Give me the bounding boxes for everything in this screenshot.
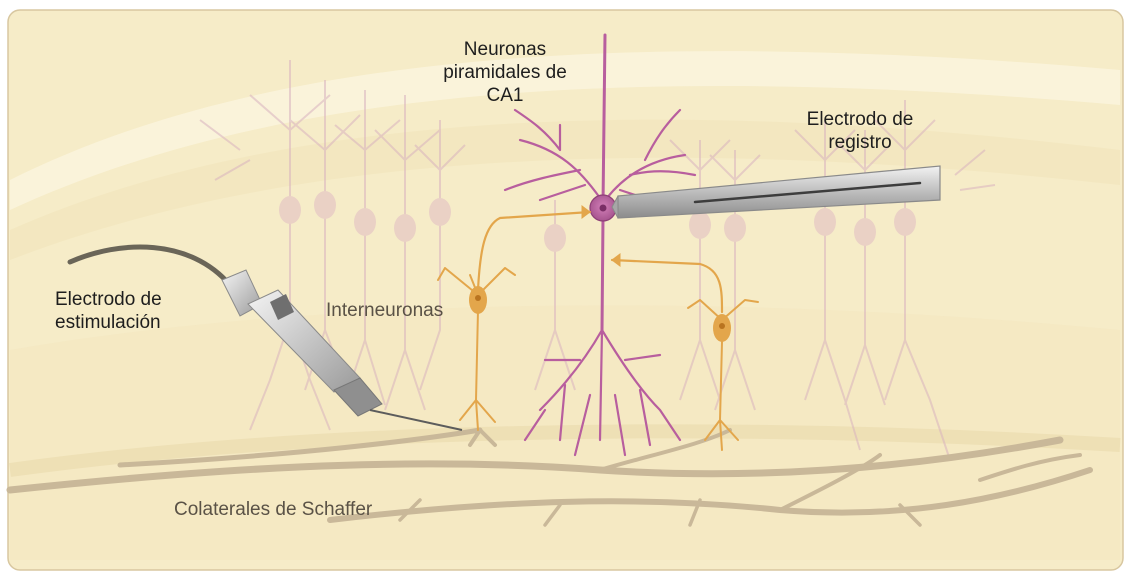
- label-pyramidal-neurons: Neuronas piramidales de CA1: [430, 38, 580, 107]
- label-stimulation-electrode-line-2: estimulación: [55, 311, 162, 334]
- label-recording-electrode: Electrodo de registro: [790, 108, 930, 154]
- label-schaffer-collaterals: Colaterales de Schaffer: [174, 498, 372, 521]
- label-recording-electrode-line-2: registro: [790, 131, 930, 154]
- label-stimulation-electrode-line-1: Electrodo de: [55, 288, 162, 311]
- label-pyramidal-neurons-line-3: CA1: [430, 84, 580, 107]
- label-pyramidal-neurons-line-2: piramidales de: [430, 61, 580, 84]
- label-recording-electrode-line-1: Electrodo de: [790, 108, 930, 131]
- label-interneurons: Interneuronas: [326, 299, 443, 322]
- label-stimulation-electrode: Electrodo de estimulación: [55, 288, 162, 334]
- label-pyramidal-neurons-line-1: Neuronas: [430, 38, 580, 61]
